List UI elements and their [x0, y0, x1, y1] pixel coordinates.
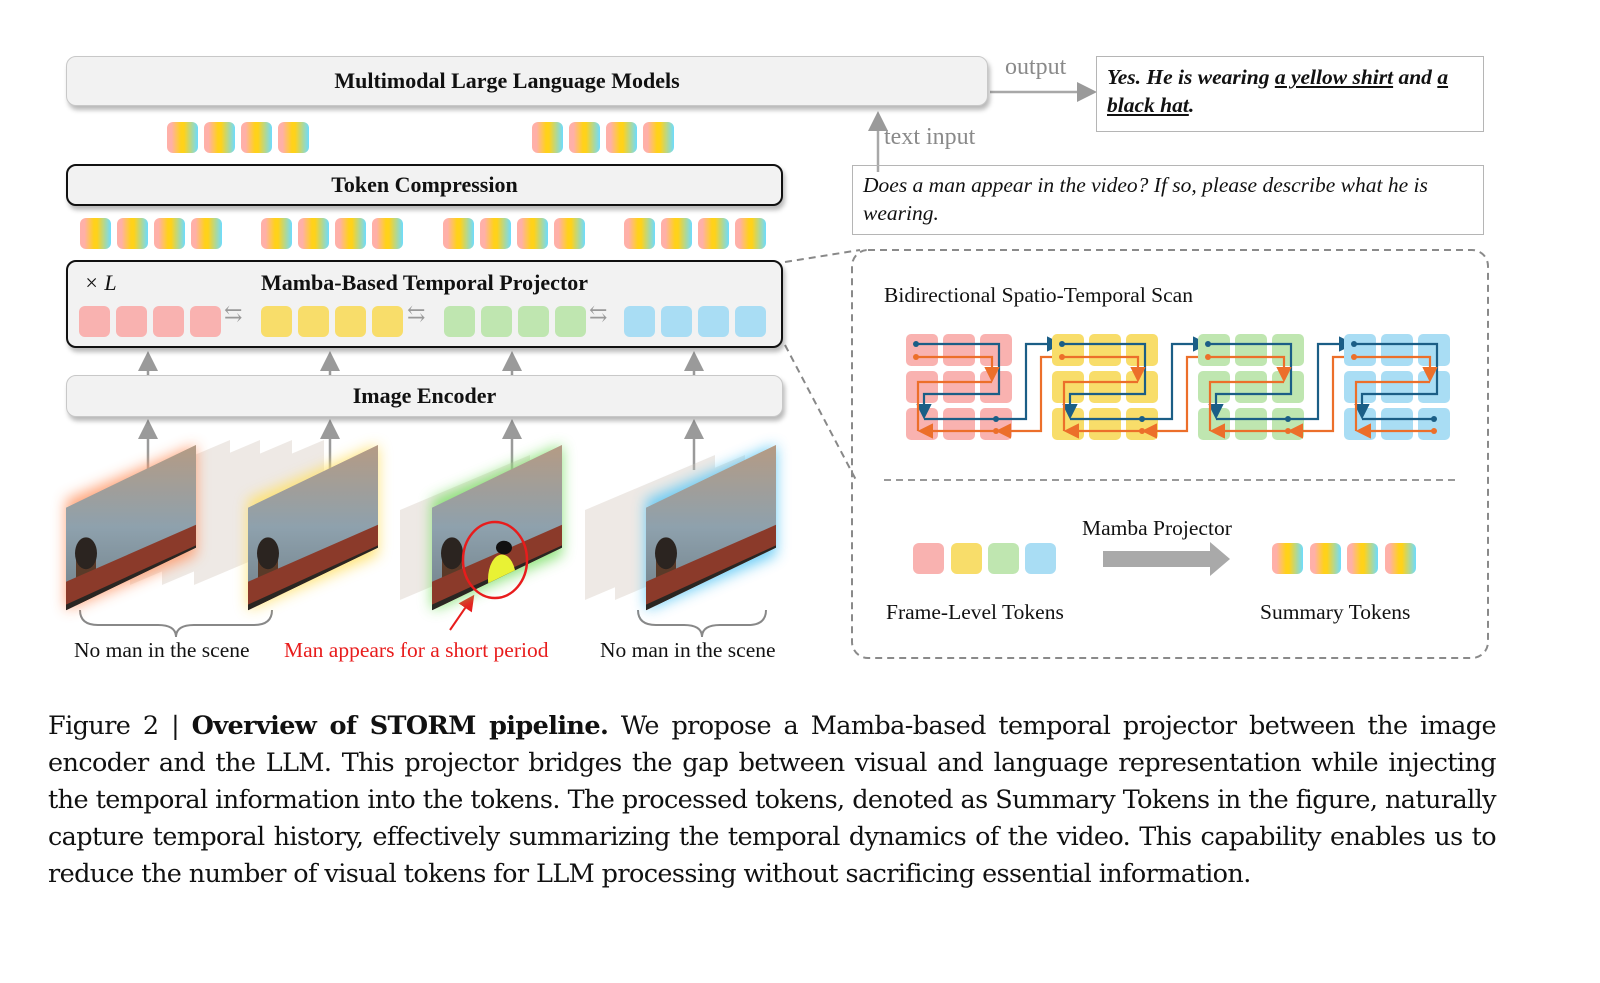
mamba-projector-label: Mamba Projector — [1082, 516, 1232, 540]
question-box: Does a man appear in the video? If so, p… — [852, 165, 1484, 235]
frame-token-yellow — [335, 306, 366, 337]
summary-token — [517, 218, 548, 249]
summary-token — [624, 218, 655, 249]
text-input-label: text input — [884, 124, 976, 150]
legend-token-yellow — [951, 543, 982, 574]
token-compression-box: Token Compression — [66, 164, 783, 206]
answer-box: Yes. He is wearing a yellow shirt and a … — [1096, 56, 1484, 132]
frame-level-tokens-label: Frame-Level Tokens — [886, 600, 1064, 624]
legend-token-red — [913, 543, 944, 574]
summary-token — [204, 122, 235, 153]
legend-summary-token — [1385, 543, 1416, 574]
scan-title: Bidirectional Spatio-Temporal Scan — [884, 283, 1193, 307]
summary-token — [643, 122, 674, 153]
answer-text: Yes. He is wearing — [1107, 65, 1275, 89]
brace-left — [79, 609, 273, 638]
encoder-to-projector-arrows — [138, 351, 704, 375]
legend-summary-token — [1347, 543, 1378, 574]
summary-token — [554, 218, 585, 249]
frame-token-blue — [735, 306, 766, 337]
frame-token-yellow — [298, 306, 329, 337]
legend-token-green — [988, 543, 1019, 574]
frame-token-red — [190, 306, 221, 337]
image-encoder-label: Image Encoder — [352, 383, 497, 408]
frame-token-yellow — [261, 306, 292, 337]
summary-token — [241, 122, 272, 153]
summary-token — [606, 122, 637, 153]
answer-text-end: . — [1188, 93, 1195, 117]
summary-token — [735, 218, 766, 249]
frame-token-blue — [624, 306, 655, 337]
summary-token — [80, 218, 111, 249]
bidirectional-arrow-icon: ⇆ — [407, 301, 426, 326]
frame-token-red — [116, 306, 147, 337]
summary-token — [698, 218, 729, 249]
summary-token — [532, 122, 563, 153]
mamba-projector-arrow — [1103, 542, 1230, 576]
summary-token — [261, 218, 292, 249]
frame-token-red — [153, 306, 184, 337]
caption-body: We propose a Mamba-based temporal projec… — [48, 711, 1497, 889]
summary-token — [117, 218, 148, 249]
legend-summary-token — [1272, 543, 1303, 574]
summary-token — [191, 218, 222, 249]
image-encoder-box: Image Encoder — [66, 375, 783, 417]
figure-caption: Figure 2 | Overview of STORM pipeline. W… — [48, 708, 1497, 893]
summary-token — [372, 218, 403, 249]
summary-token — [569, 122, 600, 153]
frame-token-green — [518, 306, 549, 337]
caption-title: Overview of STORM pipeline. — [191, 711, 609, 741]
summary-token — [278, 122, 309, 153]
frame-token-green — [555, 306, 586, 337]
bidirectional-arrow-icon: ⇆ — [589, 301, 608, 326]
token-compression-label: Token Compression — [331, 172, 518, 197]
frame-token-blue — [698, 306, 729, 337]
frame-braces — [79, 609, 767, 638]
frame-token-yellow — [372, 306, 403, 337]
legend-token-blue — [1025, 543, 1056, 574]
brace-right — [637, 609, 767, 638]
answer-highlight-hat: a black hat — [1107, 65, 1449, 117]
frame-group-label-2: Man appears for a short period — [284, 638, 549, 662]
summary-token — [298, 218, 329, 249]
summary-token — [335, 218, 366, 249]
frame-token-red — [79, 306, 110, 337]
detail-panel-border — [851, 249, 1489, 659]
summary-token — [154, 218, 185, 249]
summary-token — [480, 218, 511, 249]
summary-token — [661, 218, 692, 249]
answer-text-mid: and — [1393, 65, 1438, 89]
summary-token — [443, 218, 474, 249]
frame-token-green — [481, 306, 512, 337]
question-text: Does a man appear in the video? If so, p… — [863, 173, 1428, 225]
pointer-arrow — [449, 594, 475, 631]
frame-token-green — [444, 306, 475, 337]
summary-token — [167, 122, 198, 153]
frames-to-encoder-arrows — [138, 419, 704, 470]
answer-highlight-shirt: a yellow shirt — [1274, 65, 1394, 89]
caption-figure-number: Figure 2 | — [48, 711, 192, 741]
llm-box-label: Multimodal Large Language Models — [334, 68, 680, 93]
legend-summary-token — [1310, 543, 1341, 574]
temporal-projector-label: Mamba-Based Temporal Projector — [260, 270, 589, 295]
summary-tokens-label: Summary Tokens — [1260, 600, 1411, 624]
output-label: output — [1005, 54, 1067, 80]
bidirectional-arrow-icon: ⇆ — [224, 301, 243, 326]
frame-token-blue — [661, 306, 692, 337]
repeat-label: × L — [84, 270, 117, 295]
frame-group-label-3: No man in the scene — [600, 638, 776, 662]
zoom-connectors — [784, 249, 861, 481]
frame-group-label-1: No man in the scene — [74, 638, 250, 662]
llm-box: Multimodal Large Language Models — [66, 56, 988, 106]
